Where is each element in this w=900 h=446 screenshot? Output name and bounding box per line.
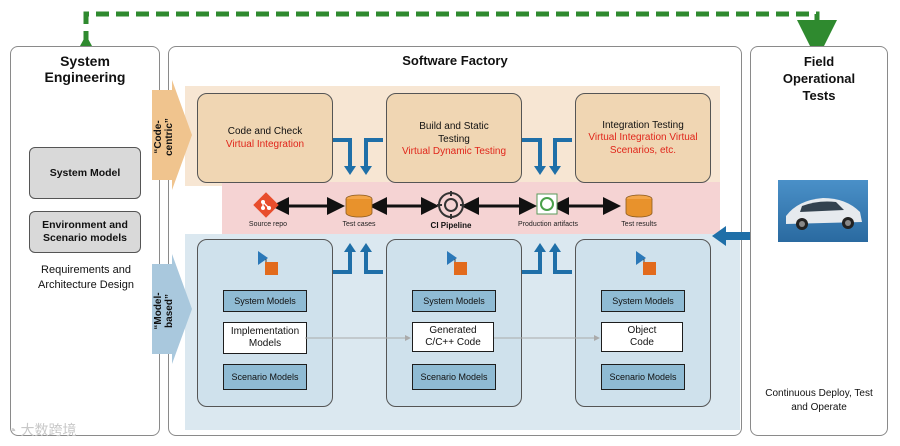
model-icon <box>258 251 278 275</box>
model-icon <box>447 251 467 275</box>
integration-testing-red: Virtual Integration Virtual Scenarios, e… <box>588 131 698 156</box>
test-cases-label: Test cases <box>342 221 376 228</box>
code-and-check-box: Code and Check Virtual Integration <box>197 93 333 183</box>
system-engineering-title: System Engineering <box>44 53 126 85</box>
ci-pipeline-label: CI Pipeline <box>430 221 472 230</box>
source-repo-label: Source repo <box>248 221 288 228</box>
git-icon <box>253 192 279 218</box>
build-static-testing-red: Virtual Dynamic Testing <box>401 145 507 157</box>
scenario-models-2: Scenario Models <box>412 364 496 390</box>
software-factory-title: Software Factory <box>402 53 508 68</box>
test-results-label: Test results <box>621 221 657 228</box>
build-static-testing-title: Build and Static Testing <box>419 120 489 145</box>
integration-testing-title: Integration Testing <box>602 119 684 131</box>
ci-pipeline-icon <box>437 191 465 219</box>
field-tests-title: Field Operational Tests <box>782 54 856 103</box>
system-models-2: System Models <box>412 290 496 312</box>
database-icon <box>625 194 653 218</box>
field-tests-caption: Continuous Deploy, Test and Operate <box>765 388 873 413</box>
production-artifacts-label: Production artifacts <box>518 221 578 228</box>
system-models-1: System Models <box>223 290 307 312</box>
database-icon <box>345 194 373 218</box>
system-models-3: System Models <box>601 290 685 312</box>
code-and-check-red: Virtual Integration <box>225 139 305 150</box>
production-artifacts-icon <box>536 193 558 215</box>
car-image <box>778 180 868 242</box>
code-centric-arrow <box>152 80 192 190</box>
watermark-logo-icon: ◔ <box>8 422 17 438</box>
watermark: ◔ 大数跨境 <box>8 420 76 440</box>
watermark-text: 大数跨境 <box>20 422 77 438</box>
system-model-box: System Model <box>29 147 141 199</box>
implementation-models: Implementation Models <box>223 322 307 354</box>
code-and-check-title: Code and Check <box>227 126 303 137</box>
model-icon <box>636 251 656 275</box>
requirements-architecture-text: Requirements and Architecture Design <box>38 264 134 291</box>
object-code: Object Code <box>601 322 683 352</box>
integration-testing-box: Integration Testing Virtual Integration … <box>575 93 711 183</box>
generated-code: Generated C/C++ Code <box>412 322 494 352</box>
system-engineering-panel: System Engineering System Model Environm… <box>10 46 160 436</box>
build-static-testing-box: Build and Static Testing Virtual Dynamic… <box>386 93 522 183</box>
scenario-models-1: Scenario Models <box>223 364 307 390</box>
scenario-models-3: Scenario Models <box>601 364 685 390</box>
environment-scenario-models-box: Environment and Scenario models <box>29 211 141 253</box>
model-based-arrow <box>152 254 192 364</box>
